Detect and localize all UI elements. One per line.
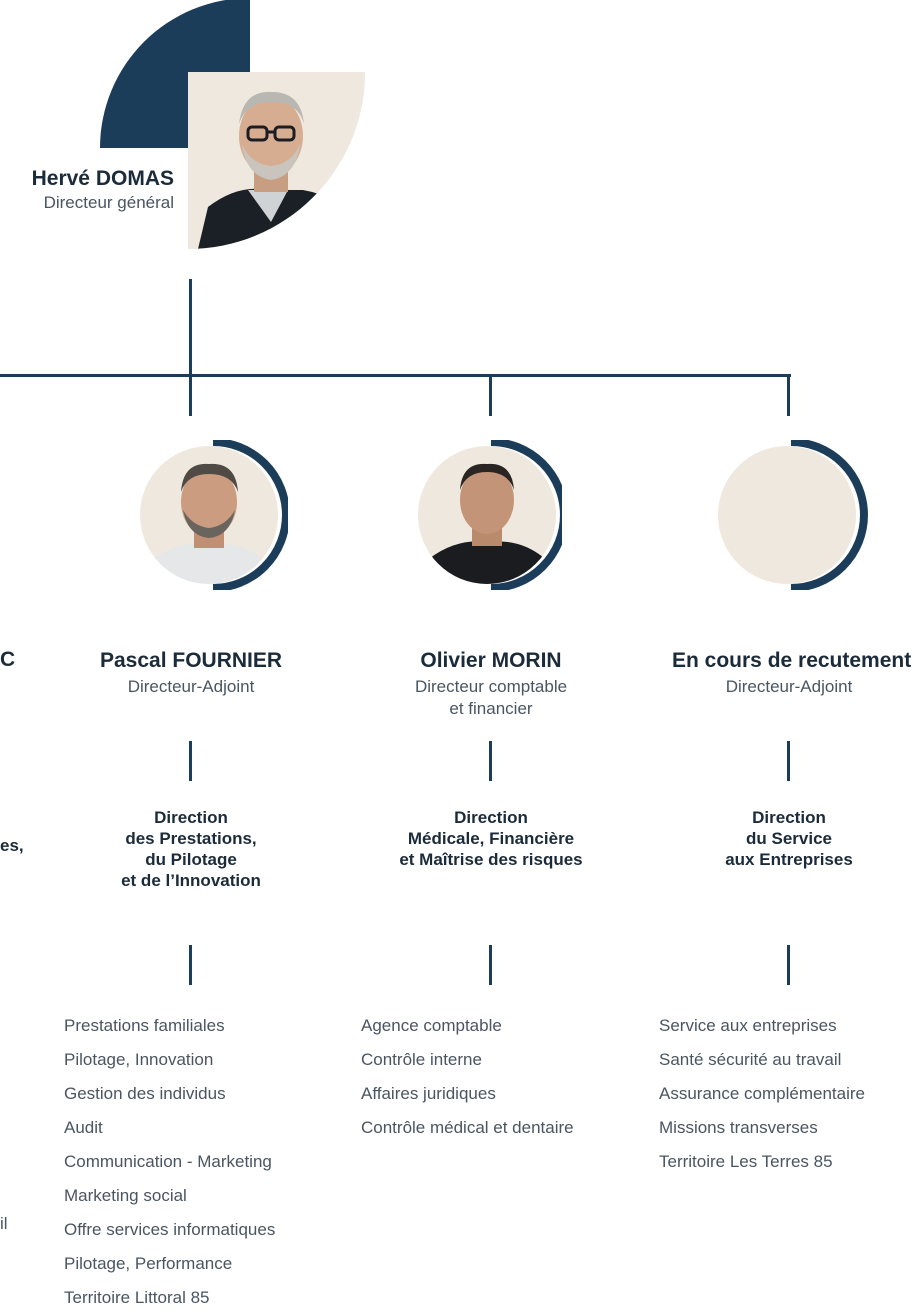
cut-service-fragment: il	[0, 1214, 8, 1233]
vacant-portrait	[718, 440, 868, 590]
ceo-title: Directeur général	[43, 193, 174, 212]
cut-direction-fragment: es,	[0, 836, 24, 855]
vacant-direction-l3: aux Entreprises	[725, 850, 853, 869]
service-item: Missions transverses	[659, 1118, 818, 1137]
service-item: Prestations familiales	[64, 1016, 225, 1035]
vacant-line-1	[787, 741, 790, 781]
service-item: Gestion des individus	[64, 1084, 226, 1103]
olivier-direction-l2: Médicale, Financière	[407, 829, 575, 848]
olivier-direction-l1: Direction	[454, 808, 528, 827]
cut-name-fragment: C	[0, 648, 16, 671]
ceo-trunk-line	[189, 279, 192, 375]
vacant-name: En cours de recutement	[672, 649, 912, 672]
service-item: Santé sécurité au travail	[659, 1050, 842, 1069]
pascal-direction-l2: des Prestations,	[125, 829, 257, 848]
pascal-direction: Direction des Prestations, du Pilotage e…	[90, 807, 292, 891]
olivier-direction-l3: et Maîtrise des risques	[399, 850, 583, 869]
pascal-title: Directeur-Adjoint	[127, 677, 255, 696]
olivier-name: Olivier MORIN	[420, 649, 562, 672]
pascal-portrait	[140, 440, 288, 590]
vacant-title: Directeur-Adjoint	[725, 677, 853, 696]
ceo-caption: Hervé DOMAS Directeur général	[0, 167, 174, 213]
service-item: Contrôle médical et dentaire	[361, 1118, 574, 1137]
service-item: Territoire Les Terres 85	[659, 1152, 833, 1171]
horizontal-connector	[0, 374, 791, 377]
service-item: Territoire Littoral 85	[64, 1288, 210, 1307]
service-item: Offre services informatiques	[64, 1220, 276, 1239]
branch-line-2	[489, 376, 492, 416]
service-item: Marketing social	[64, 1186, 187, 1205]
service-item: Pilotage, Innovation	[64, 1050, 214, 1069]
service-item: Communication - Marketing	[64, 1152, 272, 1171]
pascal-line-2	[189, 945, 192, 985]
olivier-title: Directeur comptable et financier	[414, 677, 568, 718]
vacant-direction-l1: Direction	[752, 808, 826, 827]
pascal-name: Pascal FOURNIER	[99, 649, 283, 672]
service-item: Agence comptable	[361, 1016, 502, 1035]
service-item: Pilotage, Performance	[64, 1254, 233, 1273]
vacant-services: Service aux entreprises Santé sécurité a…	[659, 1009, 865, 1179]
pascal-services: Prestations familiales Pilotage, Innovat…	[64, 1009, 275, 1315]
branch-line-1	[189, 376, 192, 416]
olivier-portrait	[418, 440, 562, 590]
pascal-line-1	[189, 741, 192, 781]
service-item: Service aux entreprises	[659, 1016, 837, 1035]
pascal-direction-l1: Direction	[154, 808, 228, 827]
olivier-line-1	[489, 741, 492, 781]
olivier-services: Agence comptable Contrôle interne Affair…	[361, 1009, 574, 1145]
service-item: Affaires juridiques	[361, 1084, 496, 1103]
ceo-name: Hervé DOMAS	[31, 167, 174, 190]
pascal-direction-l4: et de l’Innovation	[121, 871, 261, 890]
service-item: Audit	[64, 1118, 103, 1137]
service-item: Assurance complémentaire	[659, 1084, 865, 1103]
branch-line-3	[787, 376, 790, 416]
service-item: Contrôle interne	[361, 1050, 482, 1069]
vacant-line-2	[787, 945, 790, 985]
olivier-direction: Direction Médicale, Financière et Maîtri…	[370, 807, 612, 870]
pascal-direction-l3: du Pilotage	[145, 850, 237, 869]
olivier-line-2	[489, 945, 492, 985]
vacant-direction: Direction du Service aux Entreprises	[688, 807, 890, 870]
vacant-direction-l2: du Service	[746, 829, 832, 848]
ceo-portrait	[188, 72, 365, 249]
